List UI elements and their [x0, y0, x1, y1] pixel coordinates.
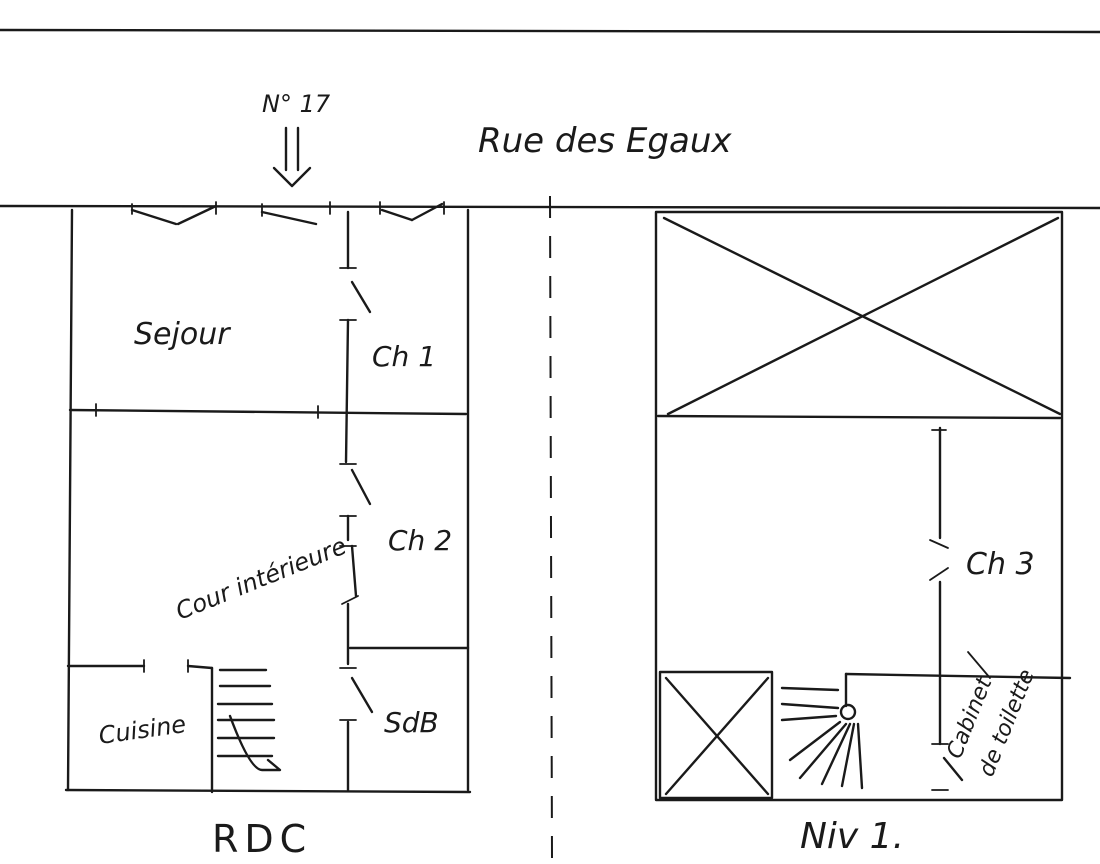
room-label-cour: Cour intérieure: [172, 532, 351, 626]
plan-divider: [549, 195, 553, 859]
first-floor-title: Niv 1.: [800, 816, 904, 857]
room-label-ch1: Ch 1: [372, 340, 436, 373]
first-floor-plan: Ch 3 Cabinet de toilette: [654, 210, 1072, 802]
ground-floor-plan: Sejour Ch 1 Ch 2 Cour intérieure Cuisine…: [64, 201, 472, 794]
room-label-sdb: SdB: [384, 706, 439, 739]
room-label-cuisine: Cuisine: [97, 710, 188, 750]
ground-floor-title: RDC: [212, 817, 312, 861]
ground-floor-stairs: [216, 668, 282, 772]
street-top-line: [0, 28, 1100, 34]
room-label-ch3: Ch 3: [966, 547, 1035, 582]
room-label-ch2: Ch 2: [388, 524, 452, 557]
room-label-sejour: Sejour: [134, 317, 231, 352]
street-label: Rue des Egaux: [478, 121, 732, 161]
first-floor-spiral-stairs: [780, 686, 864, 790]
house-number-label: N° 17: [262, 90, 331, 118]
entrance-arrow-icon: [272, 126, 312, 188]
